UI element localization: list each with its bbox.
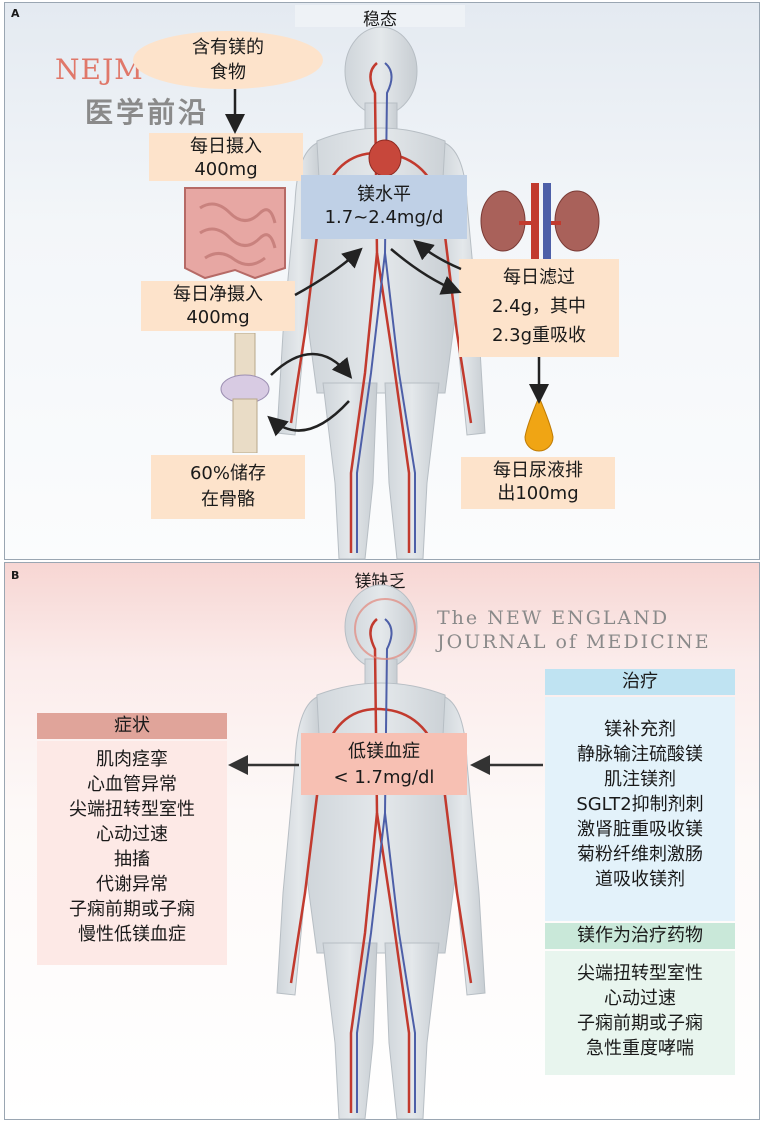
treatment-list: 镁补充剂 静脉输注硫酸镁 肌注镁剂 SGLT2抑制剂刺 激肾脏重吸收镁 菊粉纤维…	[545, 697, 735, 921]
bone-storage-box: 60%储存 在骨骼	[151, 455, 305, 519]
panel-deficiency: B 镁缺乏 The NEW ENGLAND JOURNAL of MEDICIN…	[4, 562, 760, 1120]
symptom-item: 慢性低镁血症	[78, 924, 186, 945]
panel-label-b: B	[11, 569, 20, 582]
treatment-item: 激肾脏重吸收镁	[577, 819, 703, 840]
urine-line-2: 出100mg	[497, 483, 579, 504]
urine-drop-icon	[524, 395, 554, 452]
treatment-item: 静脉输注硫酸镁	[577, 744, 703, 765]
urine-excretion-box: 每日尿液排 出100mg	[461, 457, 615, 509]
drug-use-item: 尖端扭转型室性	[577, 963, 703, 984]
panel-title-homeostasis: 稳态	[295, 5, 465, 30]
knee-bone-illustration	[220, 333, 270, 453]
filtered-line-1: 每日滤过	[503, 267, 575, 288]
bone-line-1: 60%储存	[189, 463, 266, 484]
symptoms-header: 症状	[37, 713, 227, 739]
treatment-item: SGLT2抑制剂刺	[576, 794, 704, 815]
net-intake-box: 每日净摄入 400mg	[141, 281, 295, 331]
food-bubble: 含有镁的 食物	[133, 31, 323, 89]
magnesium-level-box: 镁水平 1.7~2.4mg/d	[301, 175, 467, 239]
treatment-item: 镁补充剂	[604, 719, 676, 740]
drug-use-item: 急性重度哮喘	[586, 1038, 694, 1059]
treatment-item: 肌注镁剂	[604, 769, 676, 790]
filtered-line-3: 2.3g重吸收	[491, 325, 587, 346]
treatment-item: 菊粉纤维刺激肠	[577, 844, 703, 865]
symptoms-list: 肌肉痉挛 心血管异常 尖端扭转型室性 心动过速 抽搐 代谢异常 子痫前期或子痫 …	[37, 741, 227, 965]
symptom-item: 肌肉痉挛	[96, 749, 168, 770]
intestine-illustration	[184, 187, 286, 280]
urine-line-1: 每日尿液排	[493, 460, 583, 481]
treatment-item: 道吸收镁剂	[595, 869, 685, 890]
symptom-item: 心动过速	[96, 824, 168, 845]
drug-use-item: 心动过速	[604, 988, 676, 1009]
kidney-illustration	[480, 183, 600, 263]
symptom-item: 尖端扭转型室性	[69, 799, 195, 820]
panel-label-a: A	[11, 7, 20, 20]
hypomag-line-1: 低镁血症	[348, 741, 420, 762]
hypomag-line-2: < 1.7mg/dl	[333, 767, 435, 788]
symptom-item: 子痫前期或子痫	[69, 899, 195, 920]
symptom-item: 抽搐	[114, 849, 150, 870]
food-line-2: 食物	[210, 62, 246, 83]
intake-line-2: 400mg	[194, 159, 258, 180]
intake-line-1: 每日摄入	[190, 136, 262, 157]
level-line-1: 镁水平	[357, 184, 411, 205]
filtered-box: 每日滤过 2.4g，其中 2.3g重吸收	[459, 259, 619, 357]
nejm-seal-icon	[354, 598, 416, 660]
net-intake-line-2: 400mg	[186, 307, 250, 328]
filtered-line-2: 2.4g，其中	[491, 296, 587, 317]
treatment-header: 治疗	[545, 669, 735, 695]
drug-use-item: 子痫前期或子痫	[577, 1013, 703, 1034]
symptom-item: 心血管异常	[87, 774, 177, 795]
level-line-2: 1.7~2.4mg/d	[324, 207, 444, 228]
watermark-text: 医学前沿	[85, 96, 210, 129]
symptom-item: 代谢异常	[96, 874, 168, 895]
panel-homeostasis: A 稳态 NEJM 医学前沿 含有镁的 食物	[4, 2, 760, 560]
flow-arrows-deficiency	[228, 755, 543, 775]
journal-wordmark-line-1: The NEW ENGLAND	[437, 607, 670, 629]
flow-arrows-homeostasis	[225, 89, 549, 437]
drug-use-list: 尖端扭转型室性 心动过速 子痫前期或子痫 急性重度哮喘	[545, 951, 735, 1075]
drug-use-header: 镁作为治疗药物	[545, 923, 735, 949]
bone-line-2: 在骨骼	[201, 489, 255, 510]
nejm-watermark-logo: NEJM	[55, 53, 144, 86]
food-line-1: 含有镁的	[192, 37, 264, 58]
daily-intake-box: 每日摄入 400mg	[149, 133, 303, 181]
journal-wordmark-line-2: JOURNAL of MEDICINE	[437, 631, 711, 653]
hypomagnesemia-box: 低镁血症 < 1.7mg/dl	[301, 733, 467, 795]
net-intake-line-1: 每日净摄入	[173, 284, 263, 305]
